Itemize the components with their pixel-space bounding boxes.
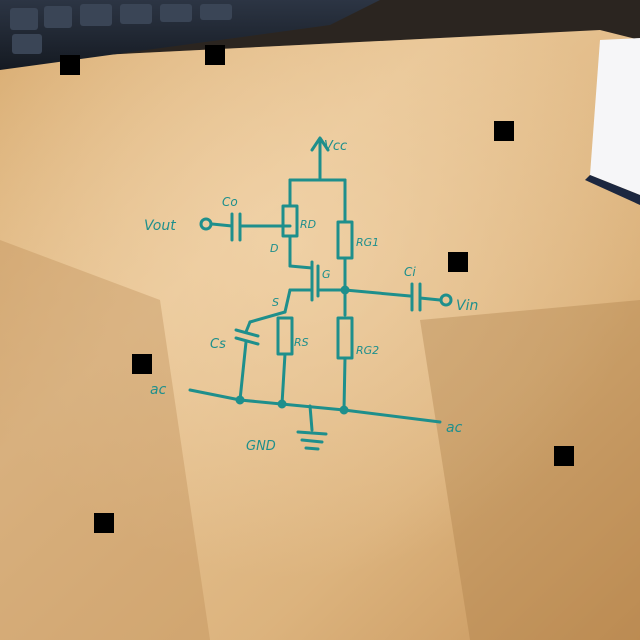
board-shadow-left bbox=[0, 240, 210, 640]
label-co: Co bbox=[222, 195, 238, 209]
occlusion-square bbox=[132, 354, 152, 374]
label-rd: RD bbox=[300, 218, 316, 231]
label-vout: Vout bbox=[144, 218, 176, 234]
label-g: G bbox=[322, 268, 331, 281]
occlusion-square bbox=[448, 252, 468, 272]
label-gnd: GND bbox=[246, 439, 276, 454]
label-s: S bbox=[272, 296, 279, 309]
label-rg1: RG1 bbox=[356, 236, 379, 249]
label-vin: Vin bbox=[456, 298, 478, 314]
label-cs: Cs bbox=[210, 337, 226, 352]
window-frame bbox=[585, 175, 640, 205]
occlusion-square bbox=[60, 55, 80, 75]
label-ci: Ci bbox=[404, 265, 416, 279]
label-rg2: RG2 bbox=[356, 344, 379, 357]
circuit-labels: Vcc Vout Co RD RG1 D G S Ci Vin Cs RS RG… bbox=[144, 139, 478, 454]
label-input-right: ac bbox=[446, 420, 463, 436]
label-vcc: Vcc bbox=[324, 139, 347, 154]
board-shadow-right bbox=[420, 300, 640, 640]
label-input-left: ac bbox=[150, 382, 167, 398]
label-rs: RS bbox=[294, 336, 309, 349]
window-light bbox=[590, 38, 640, 195]
occlusion-square bbox=[205, 45, 225, 65]
occlusion-square bbox=[94, 513, 114, 533]
keyboard-keys bbox=[10, 4, 232, 54]
board-glare bbox=[0, 30, 640, 640]
occlusion-square bbox=[554, 446, 574, 466]
occlusion-square bbox=[494, 121, 514, 141]
label-d: D bbox=[270, 242, 278, 255]
circuit-drawing bbox=[188, 136, 453, 451]
